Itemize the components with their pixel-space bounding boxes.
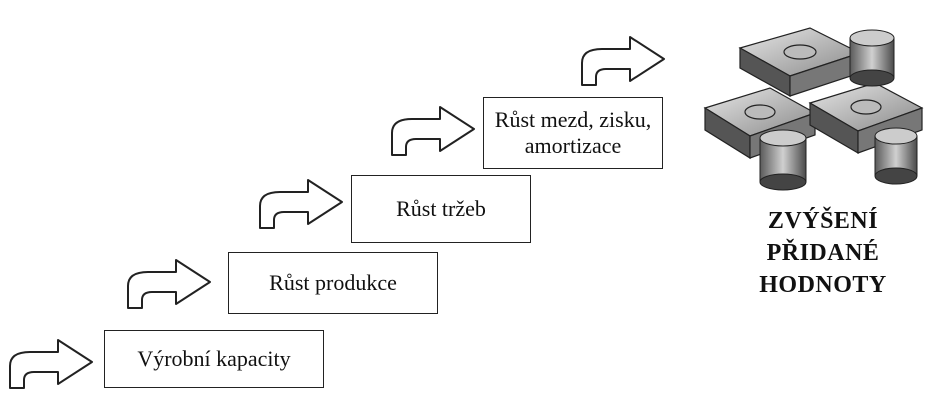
curved-arrow-icon xyxy=(581,36,665,86)
step-box-rust-produkce: Růst produkce xyxy=(228,252,438,314)
step-label: Růst mezd, zisku, amortizace xyxy=(494,107,652,158)
money-stacks-icon xyxy=(703,27,924,191)
result-line-2: PŘIDANÉ HODNOTY xyxy=(759,240,887,298)
step-label: Růst produkce xyxy=(269,270,397,295)
result-label: ZVÝŠENÍ PŘIDANÉ HODNOTY xyxy=(700,205,946,301)
step-box-rust-trzeb: Růst tržeb xyxy=(351,175,531,243)
bill-stack xyxy=(738,27,862,98)
result-line-1: ZVÝŠENÍ xyxy=(767,208,879,234)
curved-arrow-icon xyxy=(259,179,343,229)
step-label: Výrobní kapacity xyxy=(137,346,291,371)
coin-stack xyxy=(759,129,807,191)
step-label: Růst tržeb xyxy=(396,196,486,221)
curved-arrow-icon xyxy=(391,106,475,156)
step-box-rust-mezd: Růst mezd, zisku, amortizace xyxy=(483,97,663,169)
coin-stack xyxy=(874,127,918,185)
curved-arrow-icon xyxy=(9,339,93,389)
curved-arrow-icon xyxy=(127,259,211,309)
step-box-vyrobni-kapacity: Výrobní kapacity xyxy=(104,330,324,388)
coin-stack xyxy=(849,29,895,87)
